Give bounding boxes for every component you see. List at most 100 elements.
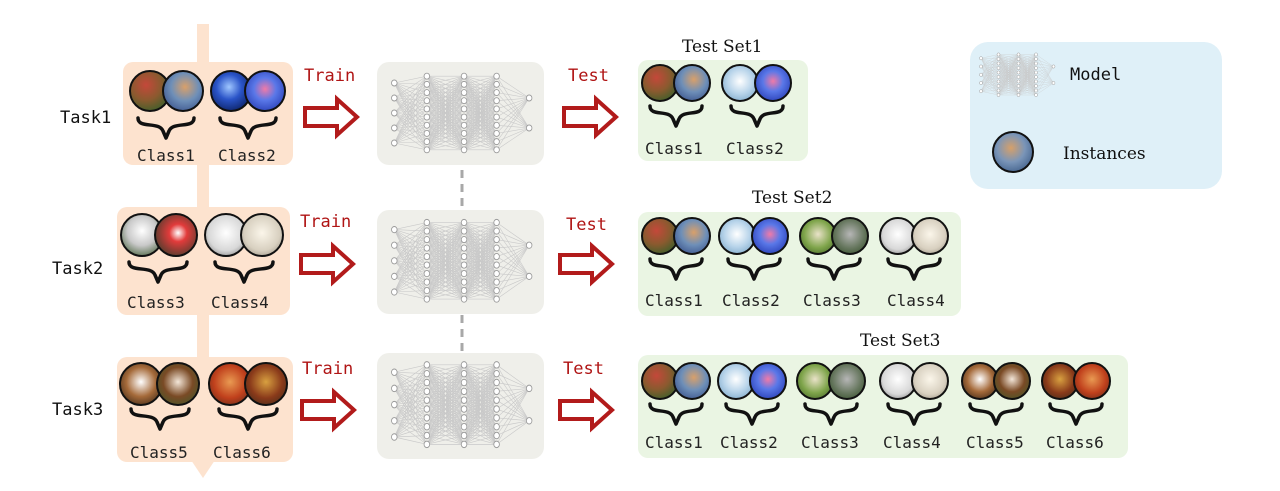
test-set3-class1-image-b-circle bbox=[673, 362, 711, 400]
network-node bbox=[996, 52, 1001, 57]
network-edge bbox=[463, 100, 497, 150]
network-edge bbox=[426, 75, 465, 118]
task1-class1-image-b-circle bbox=[162, 70, 204, 112]
network-edge bbox=[394, 388, 427, 401]
network-node bbox=[460, 235, 468, 244]
network-node bbox=[493, 105, 500, 113]
network-node bbox=[493, 269, 500, 278]
test-set3-class5-image-a bbox=[961, 362, 999, 400]
network-edge bbox=[980, 54, 999, 59]
network-node bbox=[423, 422, 431, 431]
network-edge bbox=[394, 133, 427, 144]
network-edge bbox=[980, 82, 999, 91]
network-edge bbox=[980, 58, 999, 73]
network-node bbox=[493, 227, 500, 235]
network-node bbox=[391, 94, 398, 102]
network-edge bbox=[496, 97, 530, 102]
test-set2-class1-image-b bbox=[673, 217, 711, 255]
network-edge bbox=[463, 76, 497, 126]
network-node bbox=[460, 369, 468, 378]
network-edge bbox=[980, 58, 999, 60]
network-node bbox=[391, 257, 398, 265]
network-edge bbox=[980, 90, 999, 92]
network-edge bbox=[394, 264, 428, 293]
network-node bbox=[423, 378, 431, 387]
network-edge bbox=[426, 281, 465, 300]
network-edge bbox=[463, 382, 497, 445]
network-edge bbox=[394, 291, 427, 300]
network-node bbox=[391, 124, 398, 132]
network-node bbox=[391, 226, 398, 234]
network-node bbox=[460, 146, 468, 154]
network-edge bbox=[980, 66, 999, 69]
network-edge bbox=[1018, 58, 1037, 96]
network-node bbox=[996, 70, 1001, 75]
network-edge bbox=[394, 116, 428, 144]
network-edge bbox=[426, 222, 465, 249]
network-node bbox=[493, 261, 500, 269]
network-edge bbox=[426, 116, 465, 151]
network-edge bbox=[1035, 72, 1054, 84]
test-set3-class5-image-a-circle bbox=[961, 362, 999, 400]
test-set2-class-label: Class3 bbox=[803, 291, 861, 310]
network-edge bbox=[394, 229, 428, 266]
network-edge bbox=[496, 399, 530, 422]
network-edge bbox=[394, 108, 428, 144]
task3-class6-brace bbox=[217, 407, 279, 431]
network-edge bbox=[463, 222, 497, 232]
network-edge bbox=[496, 276, 530, 283]
timeline-arrowhead bbox=[191, 460, 215, 478]
network-node bbox=[423, 97, 431, 105]
network-edge bbox=[463, 239, 497, 300]
task1-class1-image-b bbox=[162, 70, 204, 112]
test-set2-class1-image-a-circle bbox=[641, 217, 679, 255]
network-edge bbox=[394, 229, 427, 240]
network-edge bbox=[463, 222, 497, 266]
network-edge bbox=[426, 426, 465, 445]
network-edge bbox=[496, 373, 530, 422]
network-edge bbox=[998, 63, 1019, 96]
network-edge bbox=[394, 371, 427, 374]
network-node bbox=[493, 414, 500, 422]
test-label-3: Test bbox=[563, 359, 604, 379]
network-node bbox=[391, 384, 398, 393]
network-edge bbox=[998, 81, 1019, 96]
network-edge bbox=[1018, 76, 1037, 96]
network-edge bbox=[394, 230, 427, 246]
network-edge bbox=[394, 388, 427, 392]
network-edge bbox=[496, 364, 530, 389]
network-node bbox=[423, 286, 431, 295]
network-edge bbox=[426, 364, 465, 445]
network-node bbox=[493, 138, 500, 146]
network-edge bbox=[496, 116, 530, 129]
network-edge bbox=[394, 435, 427, 438]
network-edge bbox=[426, 76, 465, 142]
network-edge bbox=[426, 76, 465, 134]
network-edge bbox=[496, 244, 530, 257]
test-set3-class5-image-b-circle bbox=[993, 362, 1031, 400]
network-edge bbox=[394, 260, 428, 291]
network-node bbox=[996, 57, 1001, 61]
test-set3-class4-image-b bbox=[911, 362, 949, 400]
train-label-2: Train bbox=[300, 212, 351, 232]
test-label-1: Test bbox=[568, 66, 609, 86]
network-node bbox=[493, 396, 500, 404]
network-edge bbox=[496, 245, 530, 291]
test-set2-class-label: Class2 bbox=[722, 291, 780, 310]
network-edge bbox=[998, 54, 1019, 69]
test-set3-class2-image-b bbox=[749, 362, 787, 400]
network-node bbox=[1034, 66, 1038, 70]
test-set2-class4-image-b-circle bbox=[911, 217, 949, 255]
network-edge bbox=[1035, 66, 1054, 82]
network-edge bbox=[1018, 54, 1037, 87]
test-set3-class4-image-b-circle bbox=[911, 362, 949, 400]
test-set3-class4-brace bbox=[886, 402, 942, 426]
network-edge bbox=[394, 100, 427, 114]
task2-class4-image-b bbox=[240, 213, 284, 257]
network-edge bbox=[463, 281, 497, 300]
network-edge bbox=[980, 58, 999, 92]
network-edge bbox=[426, 222, 465, 257]
network-edge bbox=[496, 420, 530, 428]
test-set1-class1-image-a bbox=[641, 64, 679, 102]
network-edge bbox=[980, 66, 999, 82]
